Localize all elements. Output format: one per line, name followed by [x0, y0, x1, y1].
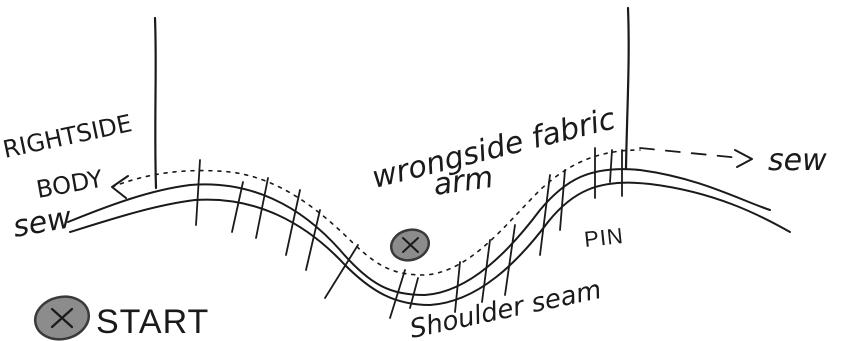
pin-mark	[232, 182, 243, 232]
body-left-edge	[155, 18, 156, 188]
pin-mark	[560, 170, 565, 230]
pin-mark	[286, 190, 300, 255]
pin-mark	[610, 150, 612, 182]
arrow-right-icon	[735, 150, 752, 167]
arrow-right-shaft	[640, 148, 740, 158]
body-right-edge	[626, 8, 629, 168]
sew-right-label: sew	[768, 143, 827, 178]
wrong-side-label-line2: arm	[431, 160, 495, 203]
pin-mark	[196, 160, 200, 225]
right-side-label-line2: BODY	[34, 165, 105, 204]
circled-x-icon	[31, 292, 93, 341]
sew-left-label: sew	[10, 200, 74, 245]
arrow-left-icon	[112, 176, 128, 198]
right-side-label-line1: RIGHTSIDE	[0, 109, 134, 164]
pin-mark	[505, 225, 515, 295]
wrong-side-label-line1: wrongside fabric	[368, 101, 619, 195]
start-marker	[388, 226, 432, 265]
start-label: START	[96, 303, 209, 341]
pin-label: PIN	[583, 223, 625, 252]
pin-mark	[540, 175, 550, 255]
